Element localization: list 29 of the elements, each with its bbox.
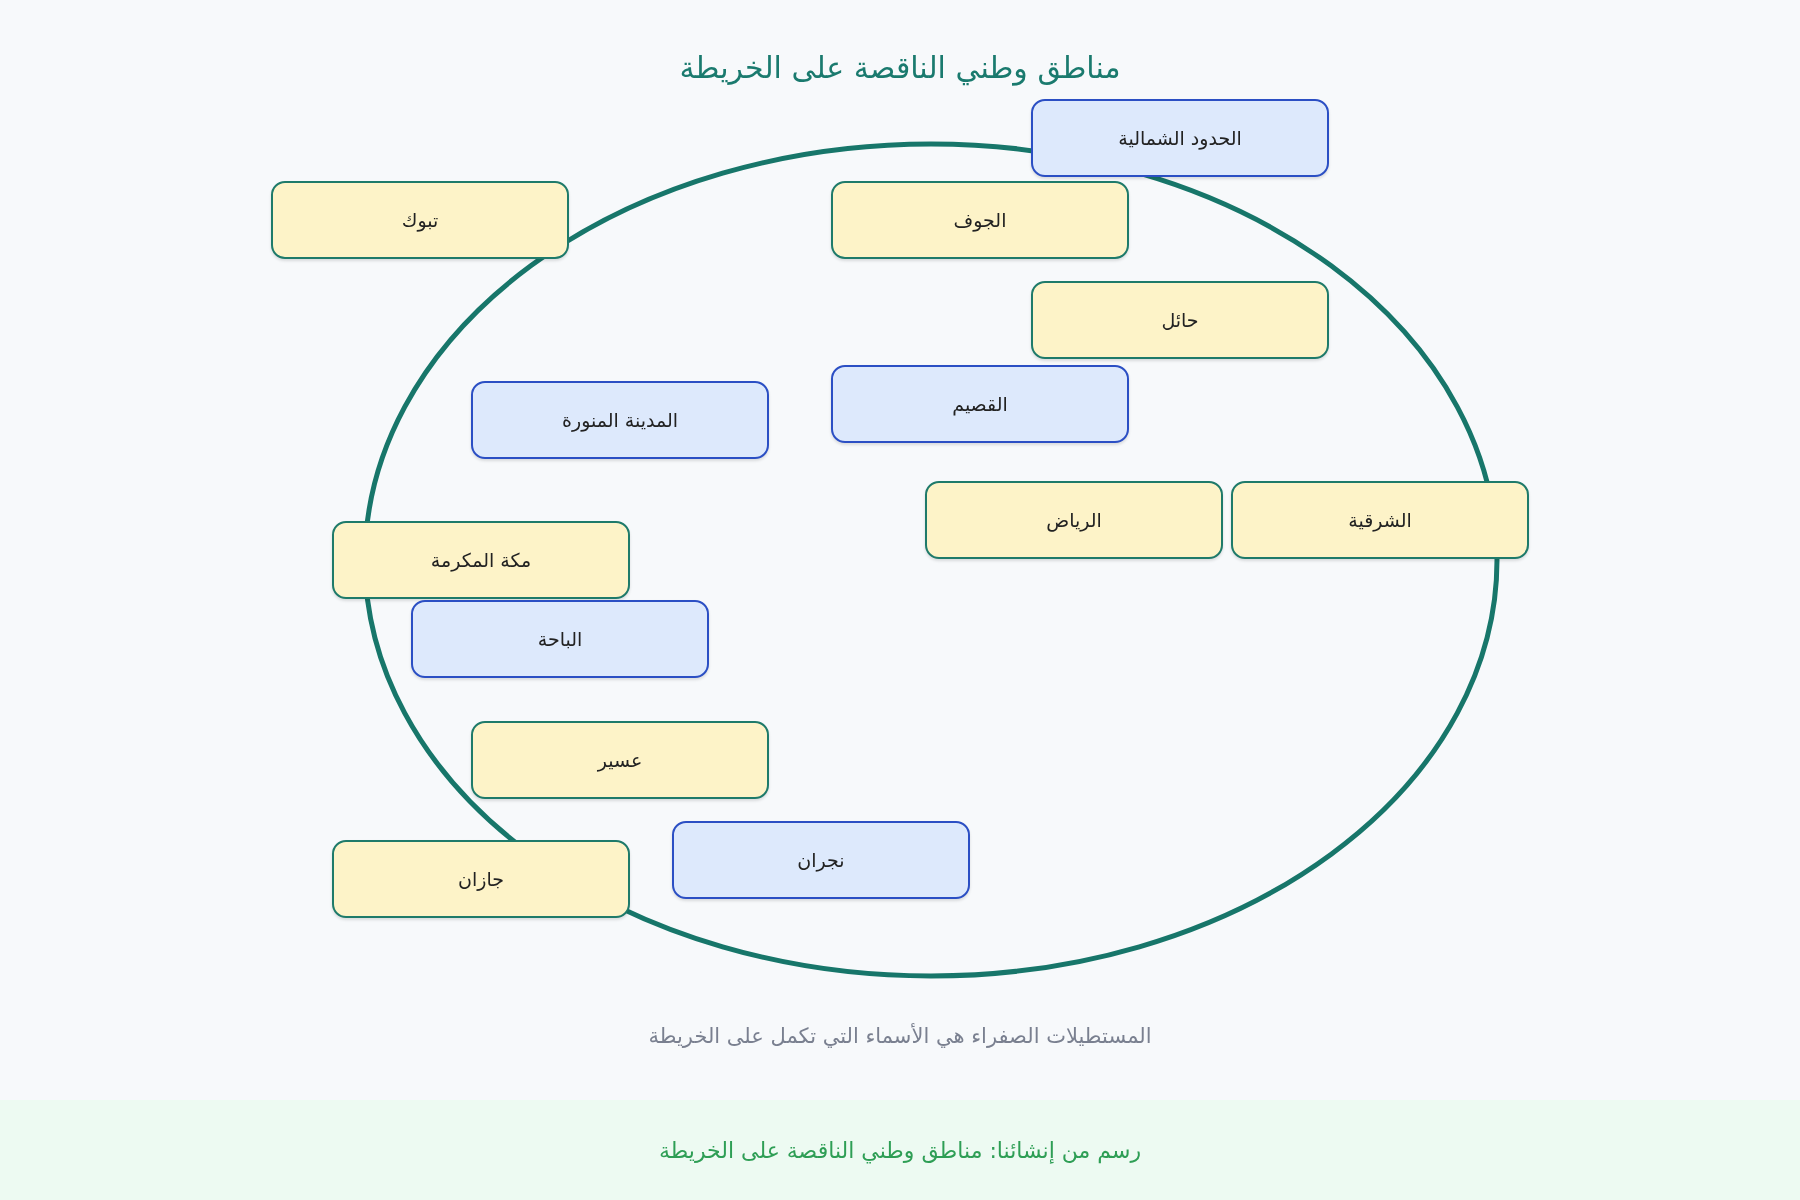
region-box bbox=[471, 721, 769, 799]
region-box bbox=[1031, 99, 1329, 177]
caption: المستطيلات الصفراء هي الأسماء التي تكمل على الخريطة bbox=[648, 1024, 1152, 1048]
region-name: القصيم bbox=[952, 393, 1008, 415]
region-box bbox=[471, 381, 769, 459]
region-box bbox=[672, 821, 970, 899]
region-box bbox=[332, 840, 630, 918]
region-box bbox=[411, 600, 709, 678]
region-name: تبوك bbox=[401, 209, 439, 231]
region-box bbox=[831, 181, 1129, 259]
region-box bbox=[1231, 481, 1529, 559]
region-name: الحدود الشمالية bbox=[1118, 127, 1242, 149]
region-box bbox=[271, 181, 569, 259]
region-box bbox=[925, 481, 1223, 559]
footer-note: رسم من إنشائنا: مناطق وطني الناقصة على الخريطة bbox=[658, 1137, 1142, 1163]
region-name: الشرقية bbox=[1348, 509, 1412, 531]
region-name: المدينة المنورة bbox=[562, 409, 678, 431]
region-name: جازان bbox=[458, 868, 504, 890]
diagram-title: مناطق وطني الناقصة على الخريطة bbox=[679, 50, 1121, 85]
region-name: نجران bbox=[797, 849, 845, 871]
region-name: الرياض bbox=[1046, 509, 1102, 531]
region-name: الباحة bbox=[537, 628, 583, 650]
region-box bbox=[831, 365, 1129, 443]
region-name: مكة المكرمة bbox=[430, 549, 532, 571]
region-box bbox=[332, 521, 630, 599]
region-name: حائل bbox=[1161, 309, 1199, 331]
region-name: الجوف bbox=[953, 209, 1007, 231]
region-box bbox=[1031, 281, 1329, 359]
region-name: عسير bbox=[597, 749, 643, 771]
